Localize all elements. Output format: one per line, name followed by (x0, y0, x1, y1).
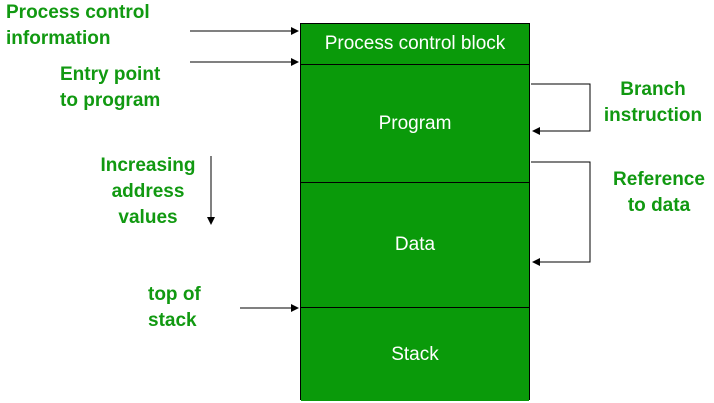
increasing-address-label: Increasing address values (100, 155, 196, 228)
stack-label: Stack (391, 343, 439, 365)
pcb-label: Process control block (324, 33, 506, 54)
data-label: Data (394, 234, 436, 255)
process-control-information-label: Process control information (6, 2, 150, 49)
stack-segment: Stack (301, 308, 529, 401)
top-of-stack-label: top of stack (148, 284, 201, 331)
branch-instruction-arrow (531, 83, 591, 135)
pcb-segment: Process control block (301, 24, 529, 65)
process-memory-block: Process control block Program Data Stack (300, 23, 530, 401)
program-label: Program (378, 112, 452, 134)
program-segment: Program (301, 65, 529, 183)
reference-to-data-arrow (531, 161, 591, 266)
entry-point-label: Entry point to program (60, 64, 161, 111)
data-segment: Data (301, 183, 529, 308)
branch-instruction-label: Branch instruction (603, 79, 703, 126)
reference-to-data-label: Reference to data (613, 169, 705, 216)
